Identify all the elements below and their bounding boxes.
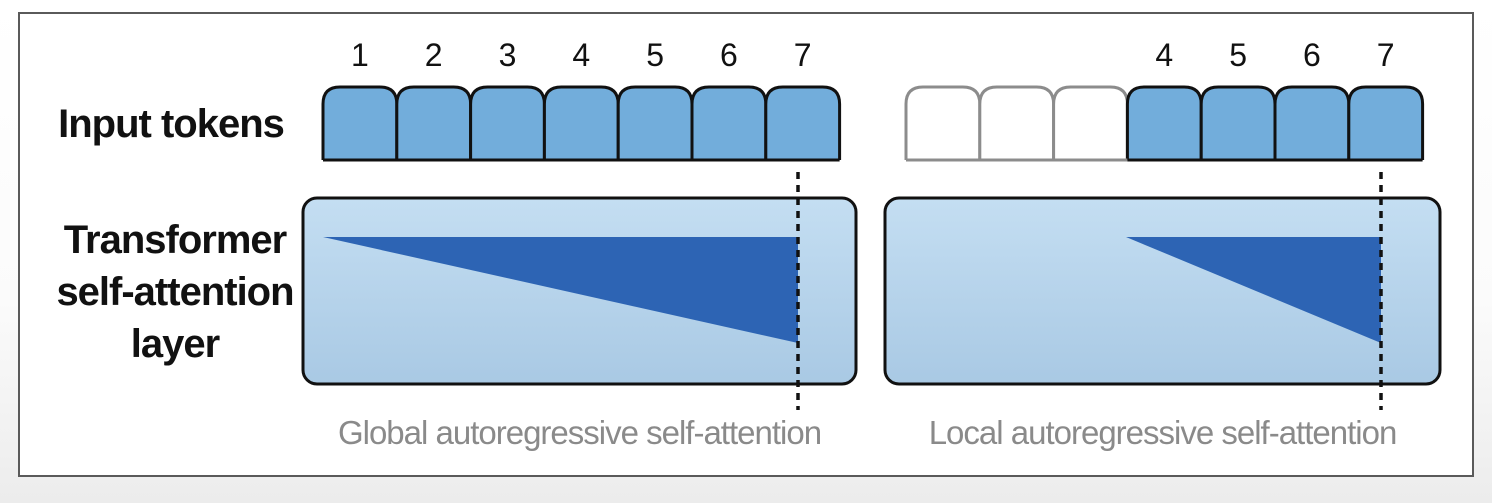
input-tokens-label: Input tokens [40,98,302,150]
local-token-1 [904,85,982,160]
global-token-number: 6 [720,37,738,73]
local-token-6 [1273,85,1351,160]
global-token-number: 2 [425,37,443,73]
global-attention-span [323,237,798,343]
local-token-2 [978,85,1056,160]
global-token-row: 1 2 3 4 5 6 7 [321,37,842,162]
global-token-number: 1 [351,37,369,73]
local-token-number: 5 [1229,37,1247,73]
transformer-label-line1: Transformer [63,218,287,262]
global-token-2 [395,85,473,160]
input-tokens-label-text: Input tokens [58,102,285,146]
global-token-4 [542,85,620,160]
transformer-layer-label: Transformer self-attention layer [40,214,310,370]
local-attention-span [1126,237,1381,343]
local-token-number: 7 [1377,37,1395,73]
local-token-7 [1347,85,1425,160]
transformer-label-line3: layer [130,322,220,366]
global-token-number: 7 [794,37,812,73]
local-token-row: 4 5 6 7 [904,37,1425,162]
local-attention-panel: 4 5 6 7 [883,37,1442,410]
local-token-number: 6 [1303,37,1321,73]
local-attention-caption: Local autoregressive self-attention [928,414,1398,451]
global-token-number: 4 [572,37,590,73]
global-token-6 [690,85,768,160]
global-token-5 [616,85,694,160]
global-token-1 [321,85,399,160]
local-token-5 [1199,85,1277,160]
global-token-number: 5 [646,37,664,73]
local-token-4 [1125,85,1203,160]
global-attention-caption: Global autoregressive self-attention [337,414,822,451]
global-token-number: 3 [499,37,517,73]
global-token-3 [469,85,546,160]
global-token-7 [764,85,842,160]
transformer-label-line2: self-attention [56,270,294,314]
local-token-number: 4 [1155,37,1173,73]
global-attention-panel: 1 2 3 4 5 6 7 [301,37,858,410]
local-token-3 [1052,85,1129,160]
